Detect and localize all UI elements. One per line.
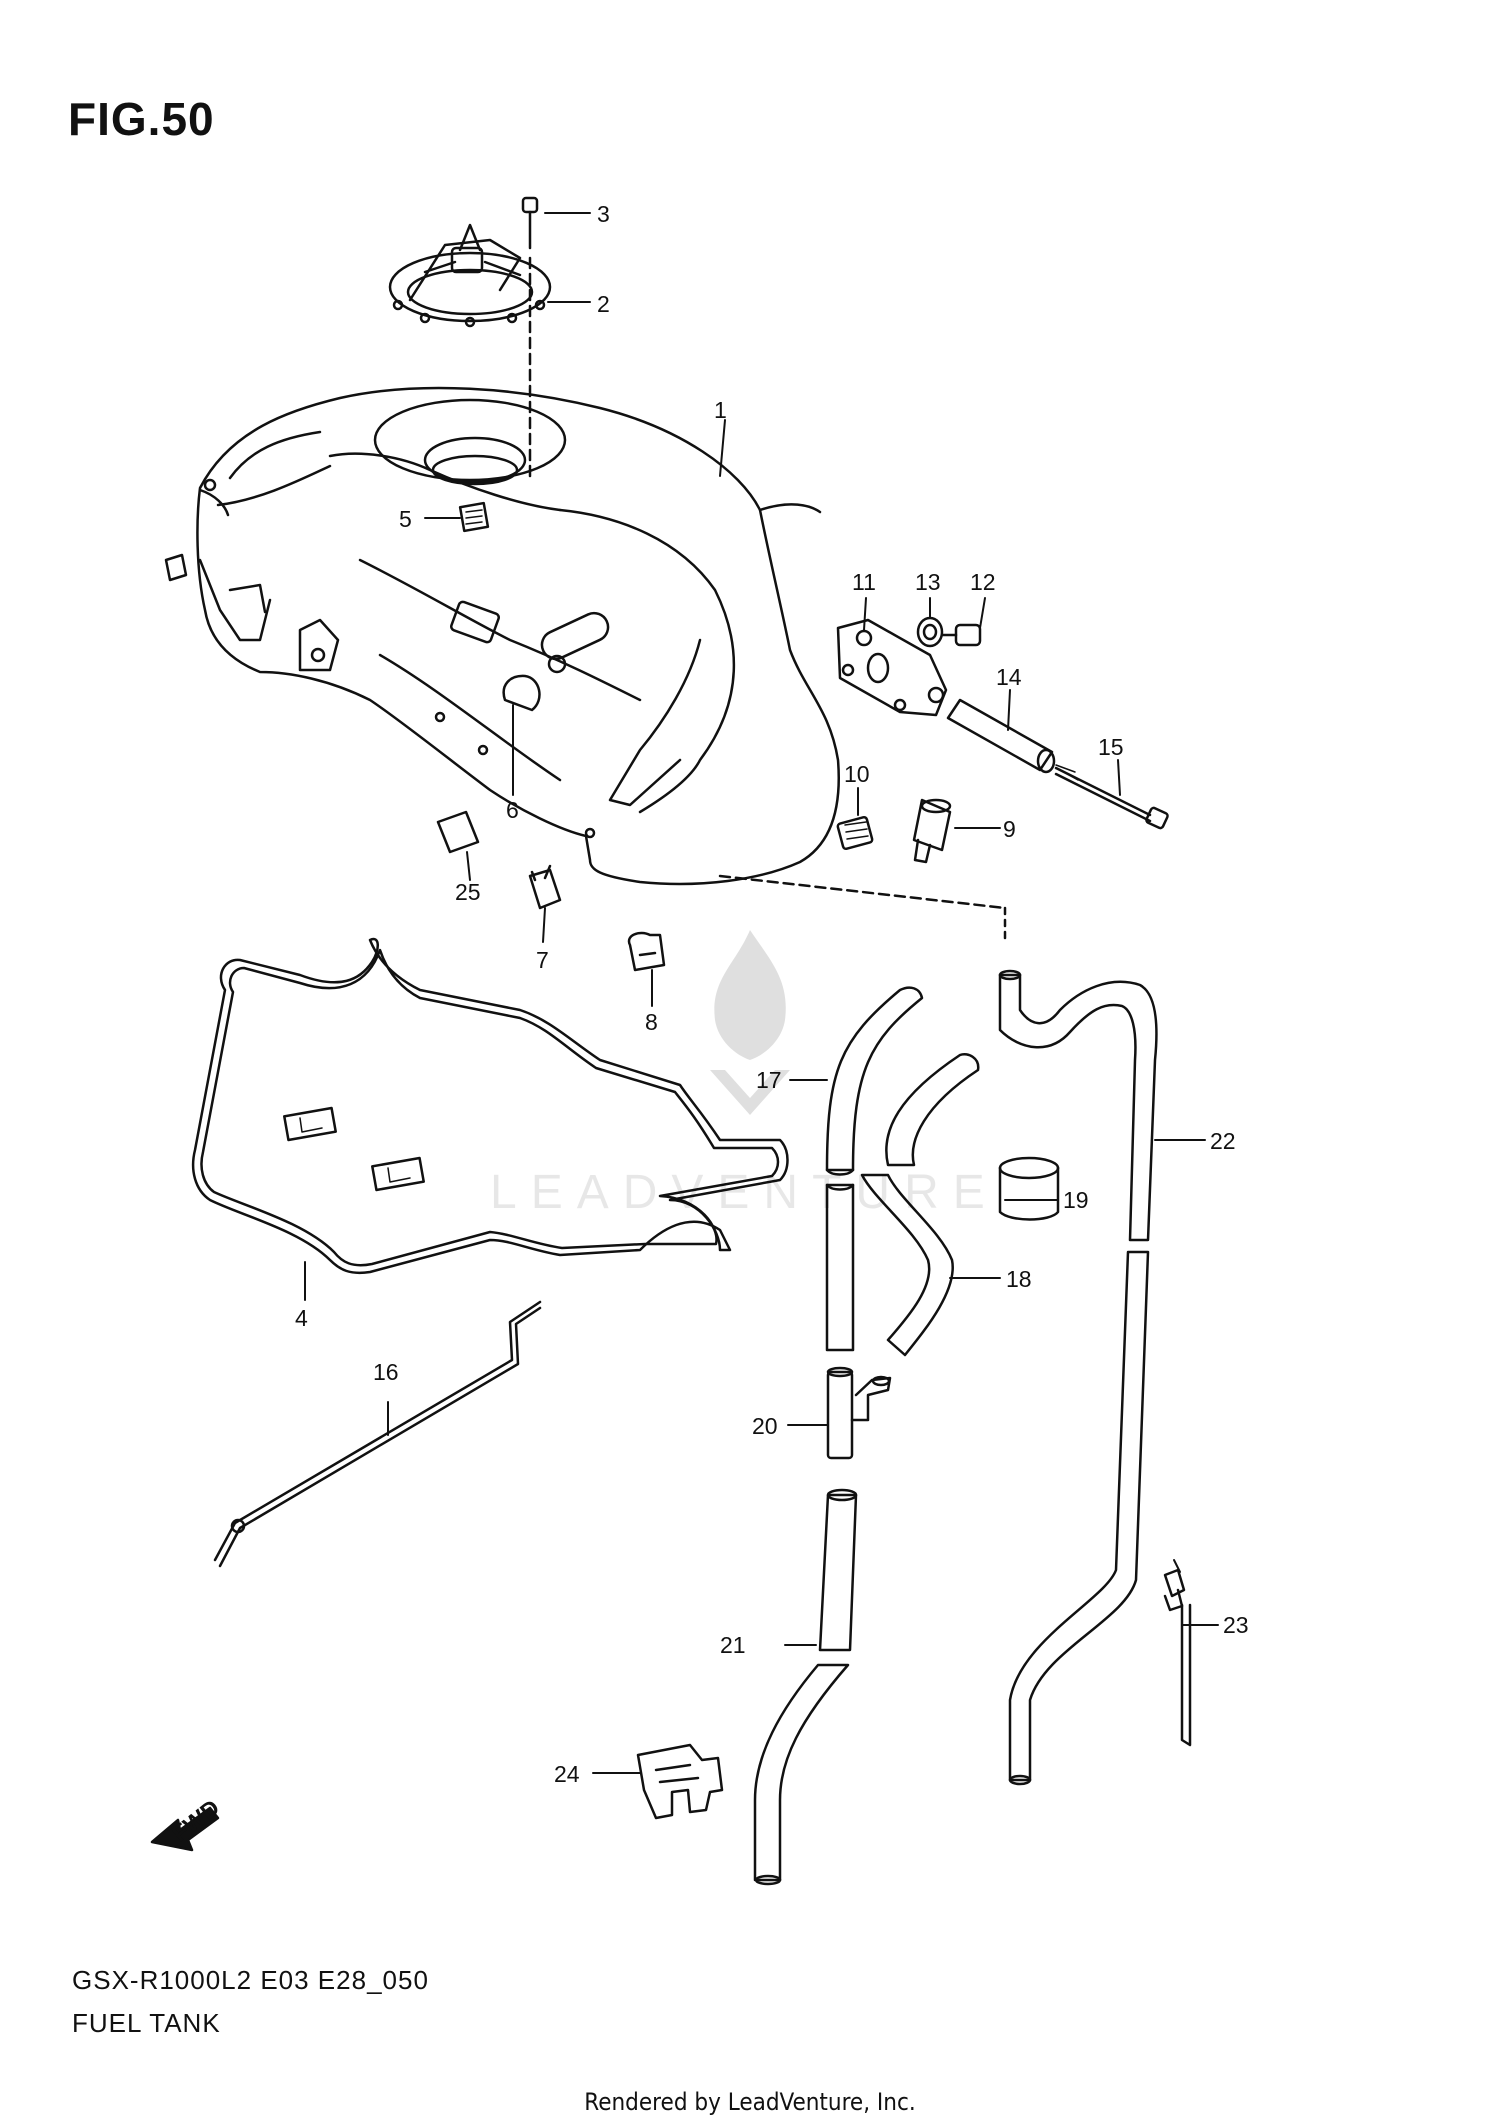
part-25-pad[interactable]: [436, 810, 480, 854]
callout-25: 25: [455, 879, 481, 905]
part-4-protector[interactable]: [191, 937, 789, 1275]
part-22-hose[interactable]: [998, 969, 1158, 1786]
leader-lines: [304, 212, 1219, 1774]
callout-17: 17: [756, 1067, 782, 1093]
part-20-tee[interactable]: [826, 1366, 892, 1460]
callout-4: 4: [295, 1305, 308, 1331]
part-23-cable-tie[interactable]: [1163, 1559, 1192, 1747]
part-3-screw[interactable]: [521, 196, 539, 250]
part-11-bracket[interactable]: [836, 618, 948, 717]
callout-23: 23: [1223, 1612, 1249, 1638]
callout-18: 18: [1006, 1266, 1032, 1292]
part-8-cushion[interactable]: [627, 931, 666, 972]
watermark-flame-icon: [710, 930, 790, 1115]
part-12-bolt[interactable]: [940, 623, 982, 647]
callout-16: 16: [373, 1359, 399, 1385]
watermark-text: LEADVENTURE: [490, 1166, 999, 1219]
part-10-rubber[interactable]: [836, 815, 874, 851]
callout-numbers: 1 2 3 4 5 6 7 8 9 10 11 12 13 14 15 16 1…: [295, 201, 1249, 1787]
forward-arrow-icon: FWD: [150, 1794, 224, 1852]
callout-8: 8: [645, 1009, 658, 1035]
forward-arrow-label: FWD: [167, 1794, 224, 1847]
callout-5: 5: [399, 506, 412, 532]
part-5-label[interactable]: [458, 501, 490, 533]
part-16-rod[interactable]: [213, 1300, 542, 1568]
section-name: FUEL TANK: [72, 2008, 221, 2038]
part-17-hose[interactable]: [825, 986, 924, 1352]
callout-20: 20: [752, 1413, 778, 1439]
callout-6: 6: [506, 797, 519, 823]
figure-title: FIG.50: [68, 93, 215, 145]
part-9-valve[interactable]: [912, 798, 952, 864]
part-24-clamp[interactable]: [636, 1743, 724, 1820]
callout-14: 14: [996, 664, 1022, 690]
callout-10: 10: [844, 761, 870, 787]
callout-3: 3: [597, 201, 610, 227]
part-13-collar[interactable]: [916, 616, 944, 648]
callout-2: 2: [597, 291, 610, 317]
render-credit: Rendered by LeadVenture, Inc.: [584, 2088, 916, 2116]
callout-9: 9: [1003, 816, 1016, 842]
part-15-bolt[interactable]: [1054, 764, 1169, 830]
callout-13: 13: [915, 569, 941, 595]
part-1-fuel-tank[interactable]: [164, 386, 1007, 940]
callout-15: 15: [1098, 734, 1124, 760]
part-14-spacer[interactable]: [946, 698, 1056, 774]
model-code: GSX-R1000L2 E03 E28_050: [72, 1965, 429, 1995]
callout-19: 19: [1063, 1187, 1089, 1213]
callout-22: 22: [1210, 1128, 1236, 1154]
callout-11: 11: [852, 569, 876, 595]
part-21-hose[interactable]: [753, 1488, 858, 1886]
callout-12: 12: [970, 569, 996, 595]
part-2-fuel-cap[interactable]: [388, 223, 552, 482]
callout-21: 21: [720, 1632, 746, 1658]
callout-24: 24: [554, 1761, 580, 1787]
callout-7: 7: [536, 947, 549, 973]
part-19-sleeve[interactable]: [998, 1156, 1060, 1221]
callout-1: 1: [714, 397, 727, 423]
part-18-hose[interactable]: [860, 1053, 980, 1357]
part-7-clip[interactable]: [528, 864, 562, 910]
